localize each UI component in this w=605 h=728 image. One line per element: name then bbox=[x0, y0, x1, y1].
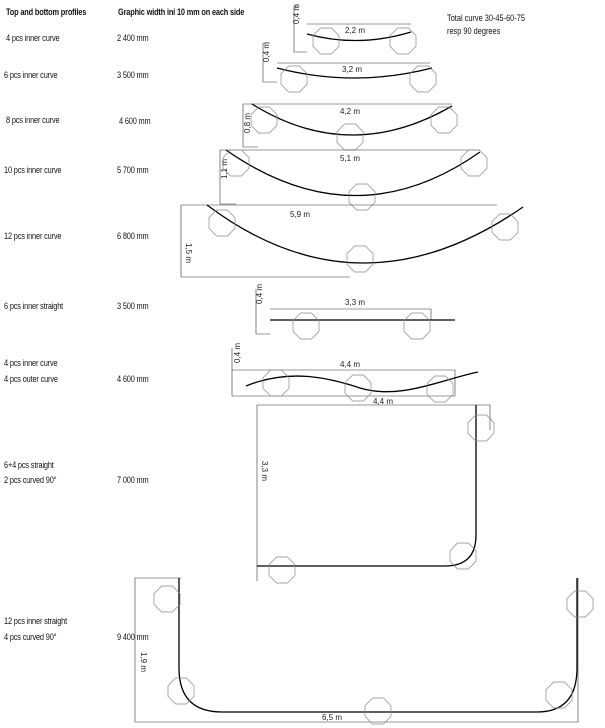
profile-node bbox=[348, 183, 376, 211]
profile-curve bbox=[251, 103, 453, 136]
row-5-width: 6 800 mm bbox=[117, 231, 149, 241]
note-line-1: Total curve 30-45-60-75 bbox=[447, 13, 525, 23]
profile-drawing-row-9: 1,9 m 6,5 m bbox=[134, 577, 594, 725]
height-label: 1,5 m bbox=[184, 243, 193, 263]
height-bracket bbox=[262, 42, 277, 83]
height-bracket bbox=[219, 149, 480, 205]
row-3-width: 4 600 mm bbox=[119, 116, 151, 126]
profile-node bbox=[312, 27, 340, 55]
note-line-2: resp 90 degrees bbox=[447, 26, 501, 36]
height-label: 1,9 m bbox=[139, 652, 148, 672]
row-1-profile: 4 pcs inner curve bbox=[6, 33, 60, 43]
row-9-profile-line-1: 12 pcs inner straight bbox=[4, 616, 68, 626]
row-7-profile-line-1: 4 pcs inner curve bbox=[4, 358, 58, 368]
profile-node bbox=[491, 213, 519, 241]
row-7-width: 4 600 mm bbox=[117, 374, 149, 384]
row-6-profile: 6 pcs inner straight bbox=[4, 301, 64, 311]
profile-node bbox=[336, 123, 364, 151]
height-bracket bbox=[231, 348, 456, 397]
profile-curve bbox=[276, 67, 433, 79]
height-label: 0,4 m bbox=[233, 343, 242, 363]
chord-label: 4,2 m bbox=[340, 107, 360, 116]
profile-drawing-row-4: 1,1 m 5,1 m bbox=[219, 149, 488, 211]
chord-label: 3,2 m bbox=[342, 65, 362, 74]
row-5-profile: 12 pcs inner curve bbox=[4, 231, 62, 241]
chord-label: 3,3 m bbox=[345, 298, 365, 307]
profile-drawing-row-7: 0,4 m 4,4 m 4,4 m bbox=[231, 343, 479, 406]
height-bracket bbox=[293, 5, 307, 53]
chord-label-top: 4,4 m bbox=[340, 360, 360, 369]
profile-node bbox=[262, 369, 290, 397]
height-label: 0,4 m bbox=[255, 284, 264, 304]
profile-node bbox=[268, 556, 296, 584]
profile-node bbox=[280, 65, 308, 93]
height-label: 0,4 m bbox=[262, 42, 271, 62]
profile-node bbox=[426, 375, 454, 403]
profile-drawing-row-1: 0,4 m 2,2 m bbox=[292, 4, 417, 55]
chord-label: 2,2 m bbox=[345, 26, 365, 35]
profile-curve bbox=[257, 405, 477, 567]
row-9-width: 9 400 mm bbox=[117, 632, 149, 642]
row-4-width: 5 700 mm bbox=[117, 165, 149, 175]
total-curve-note: Total curve 30-45-60-75 resp 90 degrees bbox=[447, 12, 525, 38]
height-label: 0,8 m bbox=[243, 113, 252, 133]
height-bracket bbox=[180, 204, 497, 278]
profile-node bbox=[167, 677, 195, 705]
row-9-profile-line-2: 4 pcs curved 90° bbox=[4, 632, 57, 642]
height-label: 3,3 m bbox=[260, 461, 269, 481]
row-2-profile: 6 pcs inner curve bbox=[4, 70, 58, 80]
row-8-profile-line-2: 2 pcs curved 90° bbox=[4, 475, 57, 485]
chord-label-bottom: 4,4 m bbox=[373, 397, 393, 406]
height-label: 0,4 m bbox=[292, 4, 301, 24]
profile-node bbox=[566, 590, 594, 618]
width-label: 6,5 m bbox=[322, 713, 342, 722]
profile-curve bbox=[178, 578, 578, 713]
profile-node bbox=[403, 312, 431, 340]
profile-node bbox=[346, 245, 374, 273]
frame-outline bbox=[134, 577, 579, 723]
row-8-width: 7 000 mm bbox=[117, 475, 149, 485]
profile-drawing-row-5: 1,5 m 5,9 m bbox=[180, 204, 524, 278]
height-bracket bbox=[242, 103, 258, 148]
profile-node bbox=[153, 585, 181, 613]
profile-node bbox=[208, 209, 236, 237]
graphic-width-column-header: Graphic width ini 10 mm on each side bbox=[118, 7, 245, 17]
row-8-profile-line-1: 6+4 pcs straight bbox=[4, 460, 54, 470]
profile-curve bbox=[306, 31, 412, 42]
profile-curve bbox=[245, 371, 479, 393]
row-2-width: 3 500 mm bbox=[117, 70, 149, 80]
profile-node bbox=[449, 542, 477, 570]
row-1-width: 2 400 mm bbox=[117, 33, 149, 43]
profile-node bbox=[292, 312, 320, 340]
profile-node bbox=[389, 27, 417, 55]
row-4-profile: 10 pcs inner curve bbox=[4, 165, 62, 175]
profile-drawing-row-3: 0,8 m 4,2 m bbox=[242, 103, 458, 151]
profile-node bbox=[545, 681, 573, 709]
profile-drawing-row-6: 0,4 m 3,3 m bbox=[255, 284, 455, 340]
row-7-profile-line-2: 4 pcs outer curve bbox=[4, 374, 58, 384]
profile-drawing-row-2: 0,4 m 3,2 m bbox=[262, 42, 437, 93]
chord-label: 5,1 m bbox=[340, 154, 360, 163]
frame-outline bbox=[256, 404, 491, 581]
height-bracket bbox=[255, 289, 432, 335]
row-3-profile: 8 pcs inner curve bbox=[6, 115, 60, 125]
chord-label: 5,9 m bbox=[290, 210, 310, 219]
profile-curve bbox=[206, 204, 524, 264]
profile-node bbox=[364, 697, 392, 725]
profiles-column-header: Top and bottom profiles bbox=[6, 7, 87, 17]
profile-drawing-row-8: 3,3 m bbox=[256, 404, 495, 584]
profile-node bbox=[460, 149, 488, 177]
height-label: 1,1 m bbox=[220, 159, 229, 179]
row-6-width: 3 500 mm bbox=[117, 301, 149, 311]
profile-curve bbox=[225, 149, 481, 197]
